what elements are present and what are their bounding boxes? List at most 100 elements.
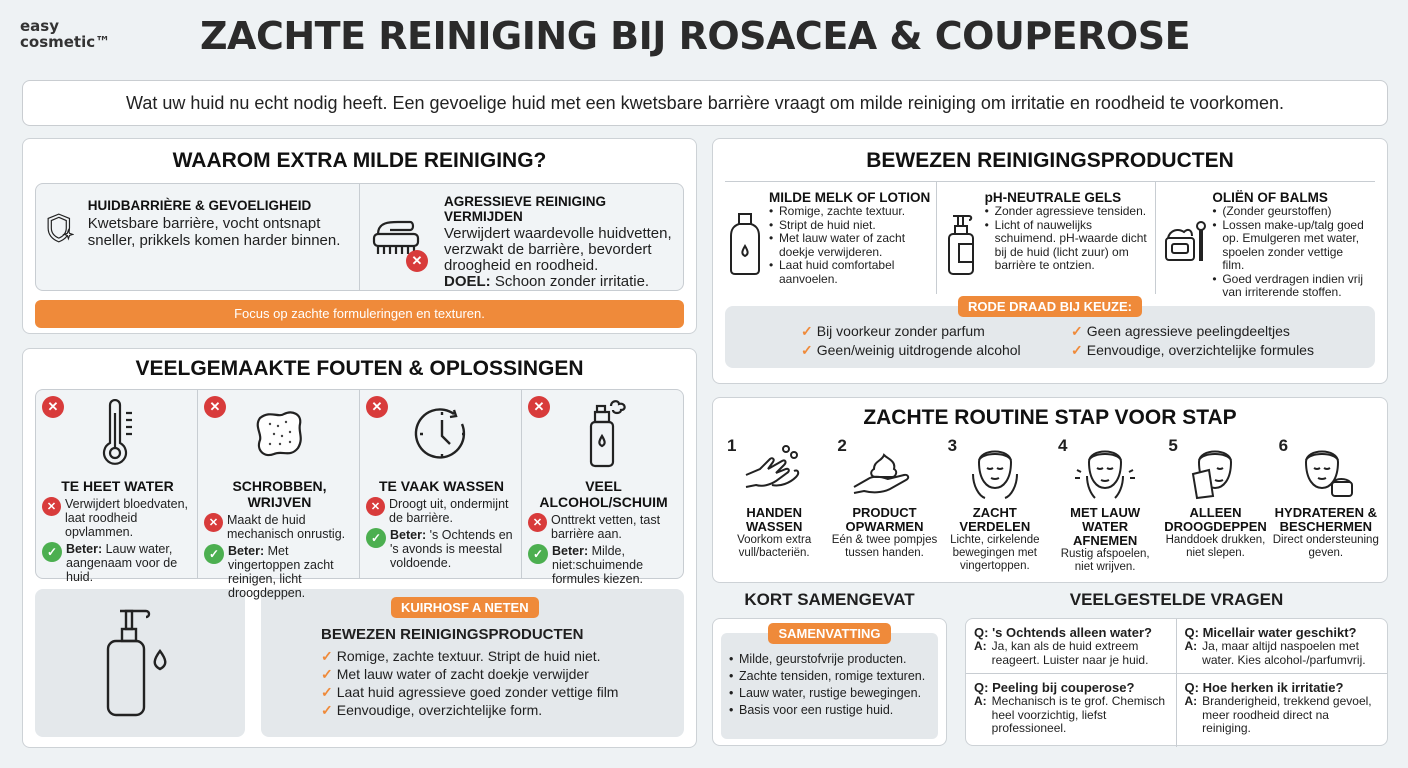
better-label: Beter: (552, 544, 589, 558)
error-icon: ✕ (42, 497, 61, 516)
routine-step: 6 HYDRATEREN & BESCHERMEN Direct onderst… (1271, 436, 1381, 574)
check-icon: ✓ (1071, 342, 1083, 358)
product-bullets: Romige, zachte textuur. Stript de huid n… (769, 204, 932, 286)
products-columns: MILDE MELK OF LOTION Romige, zachte text… (725, 182, 1375, 299)
product-bullets: Zonder agressieve tensiden. Licht of nau… (985, 204, 1148, 273)
mistakes-card: VEELGEMAAKTE FOUTEN & OPLOSSINGEN ✕ TE H… (22, 348, 697, 748)
summary-item: Zachte tensiden, romige texturen. (729, 668, 932, 685)
check-icon: ✓ (321, 648, 333, 664)
bottom-title: BEWEZEN REINIGINGSPRODUCTEN (321, 626, 584, 643)
why-card: WAAROM EXTRA MILDE REINIGING? HUIDBARRIÈ… (22, 138, 697, 334)
pump-bottle-icon (947, 215, 974, 275)
step-title: MET LAUW WATER AFNEMEN (1070, 505, 1141, 548)
lotion-bottle-icon (730, 213, 760, 275)
mistake-bad: Droogt uit, ondermijnt de barrière. (389, 497, 509, 525)
product-bullet: Goed verdragen indien vrij van irriteren… (1212, 272, 1367, 300)
summary-list: Milde, geurstofvrije producten. Zachte t… (729, 651, 932, 719)
summary-card: SAMENVATTING Milde, geurstofvrije produc… (712, 618, 947, 746)
step-number: 5 (1168, 436, 1178, 455)
check-icon: ✓ (366, 528, 386, 548)
mistake-title: VEEL ALCOHOL/SCHUIM (539, 478, 668, 510)
mistake-title: TE VAAK WASSEN (379, 478, 504, 494)
mistake-better: Lauw water, aangenaam voor de huid. (66, 542, 178, 584)
faq-question: Micellair water geschikt? (1202, 625, 1357, 640)
spray-bottle-icon (589, 400, 626, 468)
routine-title: ZACHTE ROUTINE STAP VOOR STAP (863, 406, 1237, 429)
product-bullets: (Zonder geurstoffen) Lossen make-up/talg… (1212, 204, 1367, 300)
mistake-title: SCHROBBEN, WRIJVEN (232, 478, 327, 510)
rule-item: Bij voorkeur zonder parfum (816, 323, 985, 339)
face-cream-icon (1304, 450, 1353, 497)
q-label: Q: (974, 680, 989, 695)
faq-section: VEELGESTELDE VRAGEN Q: 's Ochtends allee… (965, 590, 1388, 747)
pump-illustration (35, 589, 245, 737)
mistake-item: ✕ SCHROBBEN, WRIJVEN ✕Maakt de huid mech… (198, 390, 360, 600)
intro-banner: Wat uw huid nu echt nodig heeft. Een gev… (22, 80, 1388, 126)
a-label: A: (1184, 639, 1198, 653)
mistake-bad: Onttrekt vetten, tast barrière aan. (551, 513, 661, 541)
error-icon: ✕ (204, 396, 226, 418)
faq-item: Q: Micellair water geschikt? A:Ja, maar … (1176, 619, 1387, 674)
rule-item: Eenvoudige, overzichtelijke formules (1086, 342, 1314, 358)
rule-item: Geen/weinig uitdrogende alcohol (816, 342, 1021, 358)
check-icon: ✓ (321, 702, 333, 718)
step-title: ZACHT VERDELEN (959, 505, 1031, 534)
hands-washing-icon (745, 445, 800, 488)
summary-title: KORT SAMENGEVAT (744, 590, 915, 609)
mistake-item: ✕ TE HEET WATER ✕Verwijdert bloedvaten, … (36, 390, 198, 584)
logo-line-2: cosmetic™ (20, 33, 111, 51)
mistake-item: ✕ VEEL ALCOHOL/SCHUIM ✕Onttrekt vetten, … (522, 390, 683, 586)
routine-steps: 1 HANDEN WASSEN Voorkom extra vull/bacte… (719, 436, 1381, 574)
faq-answer: Ja, kan als de huid extreem reageert. Lu… (991, 639, 1149, 667)
why-item-aggressive: ✕ AGRESSIEVE REINIGING VERMIJDEN Verwijd… (360, 184, 683, 290)
face-towel-icon (1192, 450, 1233, 500)
routine-step: 5 ALLEEN DROOGDEPPEN Handdoek drukken, n… (1160, 436, 1270, 574)
page-title: ZACHTE REINIGING BIJ ROSACEA & COUPEROSE (200, 14, 1191, 58)
bottom-badge: KUIRHOSF A NETEN (391, 597, 539, 618)
step-text: Eén & twee pompjes tussen handen. (831, 534, 938, 559)
a-label: A: (974, 694, 987, 708)
why-title: WAAROM EXTRA MILDE REINIGING? (172, 149, 547, 172)
q-label: Q: (1184, 680, 1199, 695)
mistake-bad: Verwijdert bloedvaten, laat roodheid opv… (65, 497, 188, 539)
why-item-text: Kwetsbare barrière, vocht ontsnapt snell… (87, 215, 341, 249)
check-icon: ✓ (42, 542, 62, 562)
step-text: Direct ondersteuning geven. (1272, 534, 1379, 559)
better-label: Beter: (390, 528, 427, 542)
summary-item: Lauw water, rustige bewegingen. (729, 685, 932, 702)
better-label: Beter: (228, 544, 265, 558)
a-label: A: (1184, 694, 1198, 708)
summary-panel: SAMENVATTING Milde, geurstofvrije produc… (721, 623, 938, 739)
routine-step: 1 HANDEN WASSEN Voorkom extra vull/bacte… (719, 436, 829, 574)
step-text: Rustig afspoelen, niet wrijven. (1060, 548, 1150, 573)
routine-step: 2 PRODUCT OPWARMEN Eén & twee pompjes tu… (829, 436, 939, 574)
step-number: 6 (1278, 436, 1289, 455)
rules-badge: RODE DRAAD BIJ KEUZE: (958, 296, 1142, 317)
q-label: Q: (1184, 625, 1199, 640)
product-bullet: Lossen make-up/talg goed op. Emulgeren m… (1212, 218, 1367, 273)
summary-item: Basis voor een rustige huid. (729, 702, 932, 719)
focus-bar: Focus op zachte formuleringen en texture… (35, 300, 684, 328)
face-hands-icon (971, 450, 1018, 499)
step-title: PRODUCT OPWARMEN (845, 505, 924, 534)
products-title: BEWEZEN REINIGINGSPRODUCTEN (725, 149, 1375, 182)
error-icon: ✕ (366, 497, 385, 516)
product-title: MILDE MELK OF LOTION (769, 190, 931, 205)
step-number: 3 (947, 436, 958, 455)
logo-line-1: easy (20, 17, 60, 35)
error-icon: ✕ (42, 396, 64, 418)
brush-x-icon: ✕ (370, 212, 432, 272)
mistake-better: Met vingertoppen zacht reinigen, licht d… (228, 544, 334, 600)
error-icon: ✕ (406, 250, 428, 272)
bottom-products-panel: KUIRHOSF A NETEN BEWEZEN REINIGINGSPRODU… (261, 589, 684, 737)
product-bullet: Laat huid comfortabel aanvoelen. (769, 258, 932, 286)
step-number: 1 (727, 436, 737, 455)
error-icon: ✕ (528, 513, 547, 532)
q-label: Q: (974, 625, 989, 640)
sponge-icon (256, 411, 302, 457)
error-icon: ✕ (528, 396, 550, 418)
mistakes-title: VEELGEMAAKTE FOUTEN & OPLOSSINGEN (135, 357, 584, 380)
faq-question: 's Ochtends alleen water? (992, 625, 1152, 640)
check-icon: ✓ (321, 684, 333, 700)
balm-jar-icon (1165, 221, 1207, 261)
